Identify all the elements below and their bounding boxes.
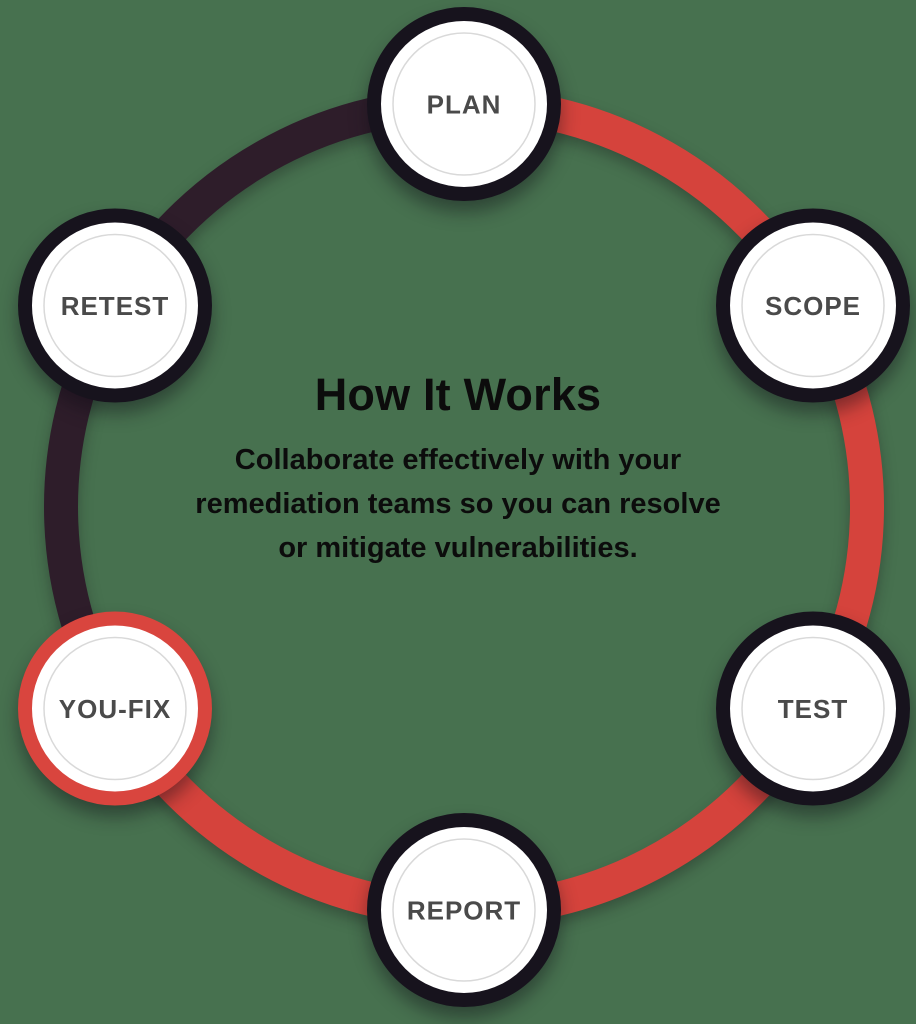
node-label: REPORT <box>407 895 521 925</box>
description-line: Collaborate effectively with your <box>234 444 682 476</box>
node-circle <box>367 7 561 201</box>
node-inner-ring <box>43 636 187 781</box>
cycle-nodes: PLAN SCOPE TEST REPORT YOU-FIX RETEST <box>17 7 911 1007</box>
node-label: SCOPE <box>765 291 861 321</box>
node-circle <box>17 611 212 806</box>
node-test: TEST <box>716 611 911 806</box>
diagram-description: Collaborate effectively with your remedi… <box>0 438 916 570</box>
node-you-fix: YOU-FIX <box>17 611 212 806</box>
node-label: TEST <box>778 694 848 724</box>
node-plan: PLAN <box>367 7 561 201</box>
node-retest: RETEST <box>17 208 212 403</box>
node-label: YOU-FIX <box>59 694 171 724</box>
description-line: remediation teams so you can resolve <box>195 488 721 520</box>
center-text-block: How It Works Collaborate effectively wit… <box>0 368 916 570</box>
node-inner-ring <box>741 233 885 378</box>
node-inner-ring <box>392 838 536 982</box>
node-label: PLAN <box>427 89 502 119</box>
node-circle <box>716 208 911 403</box>
node-inner-ring <box>392 32 536 176</box>
diagram-title: How It Works <box>314 369 602 420</box>
node-label: RETEST <box>61 291 170 321</box>
node-circle <box>17 208 212 403</box>
node-report: REPORT <box>367 813 561 1007</box>
node-scope: SCOPE <box>716 208 911 403</box>
node-circle <box>716 611 911 806</box>
node-inner-ring <box>43 233 187 378</box>
node-circle <box>367 813 561 1007</box>
node-inner-ring <box>741 636 885 781</box>
description-line: or mitigate vulnerabilities. <box>278 532 638 564</box>
